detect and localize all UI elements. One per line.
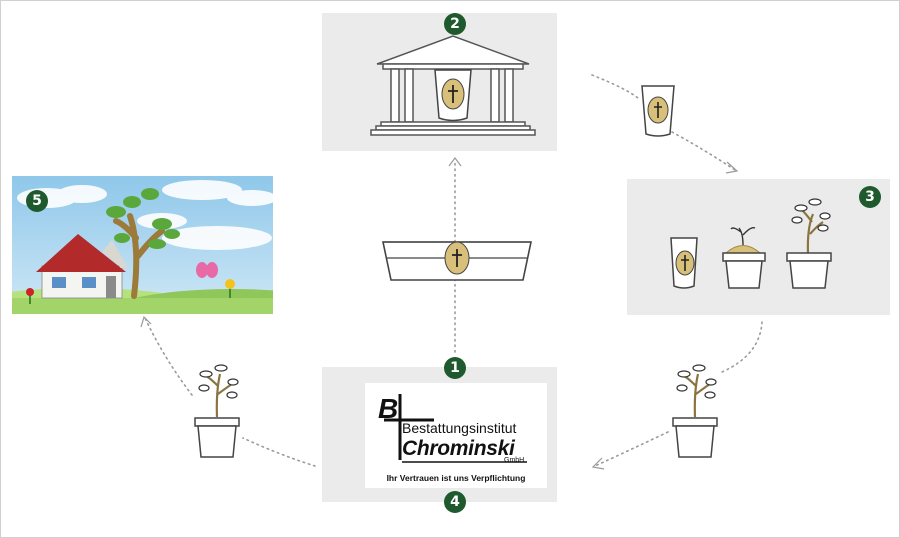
arrow-plant-to-funeral [595, 432, 668, 466]
panel-home-garden [12, 176, 273, 314]
logo-tagline: Ihr Vertrauen ist uns Verpflichtung [365, 473, 547, 483]
logo-line-1: Bestattungsinstitut [402, 420, 516, 436]
urn-icon-transit [638, 82, 678, 140]
sapling-pot-icon [787, 199, 831, 288]
logo-line-3: GmbH [504, 457, 524, 464]
house-icon [36, 234, 128, 298]
urn-icon [671, 238, 697, 288]
seedling-pot-icon [723, 228, 765, 288]
urn-in-hall [435, 70, 471, 121]
step-badge-4: 4 [444, 491, 466, 513]
coffin-icon [378, 232, 538, 292]
step-badge-2: 2 [444, 13, 466, 35]
arrow-funeral-to-plant [243, 438, 315, 466]
hall-icon [365, 30, 545, 140]
arrowhead-right-down [726, 162, 737, 173]
butterfly-icon [196, 262, 218, 278]
logo-line-2: Chrominski [402, 437, 515, 461]
step-badge-1: 1 [444, 357, 466, 379]
arrow-urn-to-trees [672, 132, 735, 170]
arrow-hall-to-urn [592, 75, 638, 98]
garden-scene [12, 176, 273, 314]
plant-pot-right [668, 362, 728, 462]
step-badge-5: 5 [26, 190, 48, 212]
step-badge-3: 3 [859, 186, 881, 208]
arrow-trees-to-plant [722, 322, 762, 372]
urn-seedling-tree-icons [665, 188, 845, 298]
plant-pot-left [190, 362, 250, 462]
arrow-plant-to-home [145, 318, 192, 395]
arrowhead-up-left [141, 317, 151, 327]
